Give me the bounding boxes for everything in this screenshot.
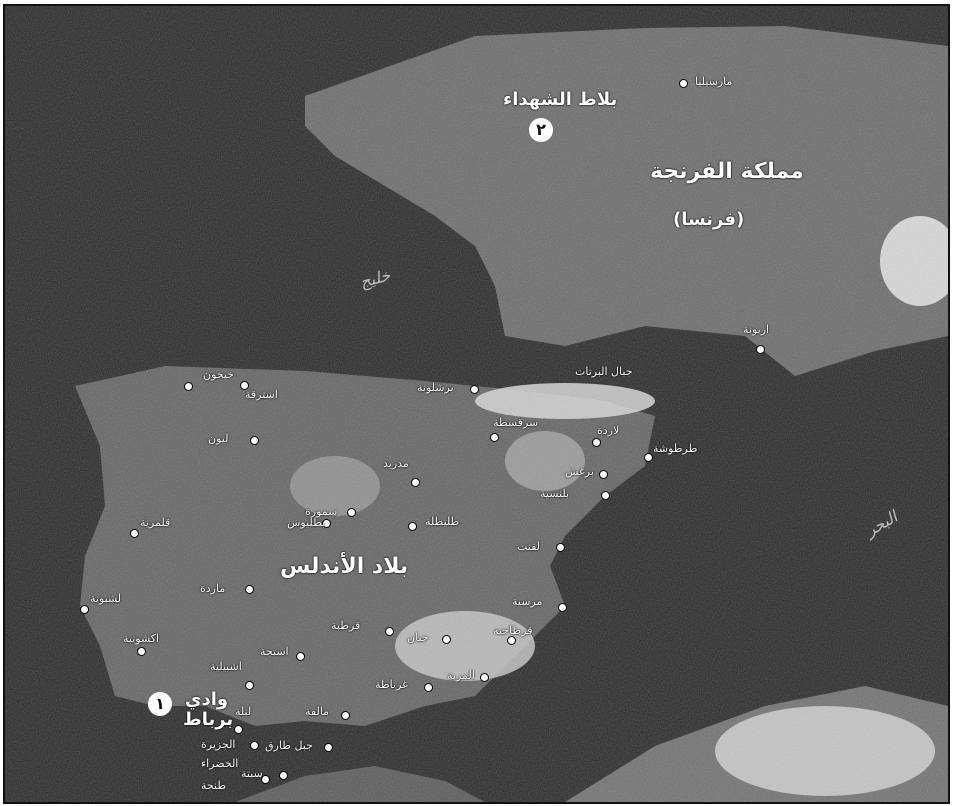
city-dot-merida [246, 586, 253, 593]
city-dot-ecija [297, 653, 304, 660]
city-dot-jihon [185, 383, 192, 390]
city-dot-cartagena [508, 637, 515, 644]
city-dot-cordoba [386, 628, 393, 635]
city-dot-ocsonoba [138, 648, 145, 655]
map-grain [5, 6, 948, 802]
city-dot-malaga [342, 712, 349, 719]
city-dot-madrid [412, 479, 419, 486]
label-france: (فرنسا) [673, 209, 745, 230]
city-narbonne: اربونة [743, 323, 770, 336]
city-lerida: لاردة [597, 424, 620, 437]
city-gibraltar: جبل طارق [265, 739, 313, 752]
city-dot-jaen [443, 636, 450, 643]
city-dot-burgos [600, 471, 607, 478]
city-madrid: مدريد [383, 457, 409, 470]
city-dot-narbonne [757, 346, 764, 353]
battle-marker-1: ١ [148, 692, 172, 716]
city-ceuta: سبتة [241, 767, 263, 780]
city-dot-valencia [602, 492, 609, 499]
label-kingdom-franks: مملكة الفرنجة [650, 159, 804, 184]
city-alicante: لقنت [517, 540, 541, 553]
city-dot-badajoz [323, 520, 330, 527]
city-dot-leon [251, 437, 258, 444]
city-dot-salamanca [348, 509, 355, 516]
city-leon: ليون [208, 432, 229, 445]
city-dot-granada [425, 684, 432, 691]
city-jaen: جيان [407, 631, 429, 644]
city-malaga: مالقة [305, 705, 330, 718]
city-dot-tangier [262, 776, 269, 783]
city-algeciras-line2: الخضراء [201, 757, 239, 770]
city-dot-lebla [235, 726, 242, 733]
city-dot-alicante [557, 544, 564, 551]
city-valencia: بلنسية [540, 487, 570, 500]
city-cartagena: قرطاجنة [493, 624, 533, 637]
city-merida: ماردة [200, 582, 226, 595]
label-wadi-line1: وادي [185, 689, 229, 710]
city-dot-lisbon [81, 606, 88, 613]
city-almeria: المرية [447, 669, 475, 682]
city-ecija: استجة [260, 645, 289, 658]
city-burgos: برغش [565, 465, 594, 478]
city-tarragona: طرطوشة [653, 442, 698, 455]
city-dot-coimbra [131, 530, 138, 537]
city-dot-toledo [409, 523, 416, 530]
city-lisbon: لشبونة [90, 592, 122, 605]
city-dot-murcia [559, 604, 566, 611]
city-barcelona: برشلونة [417, 381, 454, 394]
city-seville: اشبيلية [210, 660, 242, 673]
city-dot-gibraltar [325, 744, 332, 751]
city-pyrenees: جبال البرتات [575, 365, 633, 378]
label-andalus: بلاد الأندلس [280, 554, 409, 579]
map-frame: مملكة الفرنجة (فرنسا) بلاد الأندلس خليج … [3, 4, 950, 804]
city-cordoba: قرطبة [331, 619, 361, 632]
city-dot-almeria [481, 674, 488, 681]
city-algeciras-line1: الجزيرة [201, 738, 236, 751]
city-lebla: لبلة [235, 705, 252, 718]
satellite-map [5, 6, 948, 802]
city-coimbra: قلمرية [140, 516, 171, 529]
city-dot-tarragona [645, 454, 652, 461]
city-dot-marseille [680, 80, 687, 87]
city-dot-lerida [593, 439, 600, 446]
city-murcia: مرسية [512, 595, 543, 608]
city-dot-saragossa [491, 434, 498, 441]
city-jihon: خيخون [203, 368, 234, 381]
city-ocsonoba: اكشونبة [123, 632, 160, 645]
city-astorga: استرقة [245, 388, 278, 401]
city-salamanca: سمورة [305, 505, 338, 518]
city-dot-algeciras [251, 742, 258, 749]
battle-marker-2: ٢ [529, 118, 553, 142]
city-toledo: طليطلة [425, 515, 460, 528]
label-wadi-line2: برباط [183, 709, 234, 730]
label-battle-balat: بلاط الشهداء [503, 89, 618, 110]
city-saragossa: سرقسطة [493, 416, 539, 429]
city-dot-astorga [241, 382, 248, 389]
city-granada: غرناطة [375, 678, 408, 691]
city-tangier: طنجة [201, 779, 227, 792]
city-dot-barcelona [471, 386, 478, 393]
city-badajoz: بطليوس [287, 516, 326, 529]
city-marseille: مارسيليا [695, 75, 733, 88]
city-dot-ceuta [280, 772, 287, 779]
city-dot-seville [246, 682, 253, 689]
